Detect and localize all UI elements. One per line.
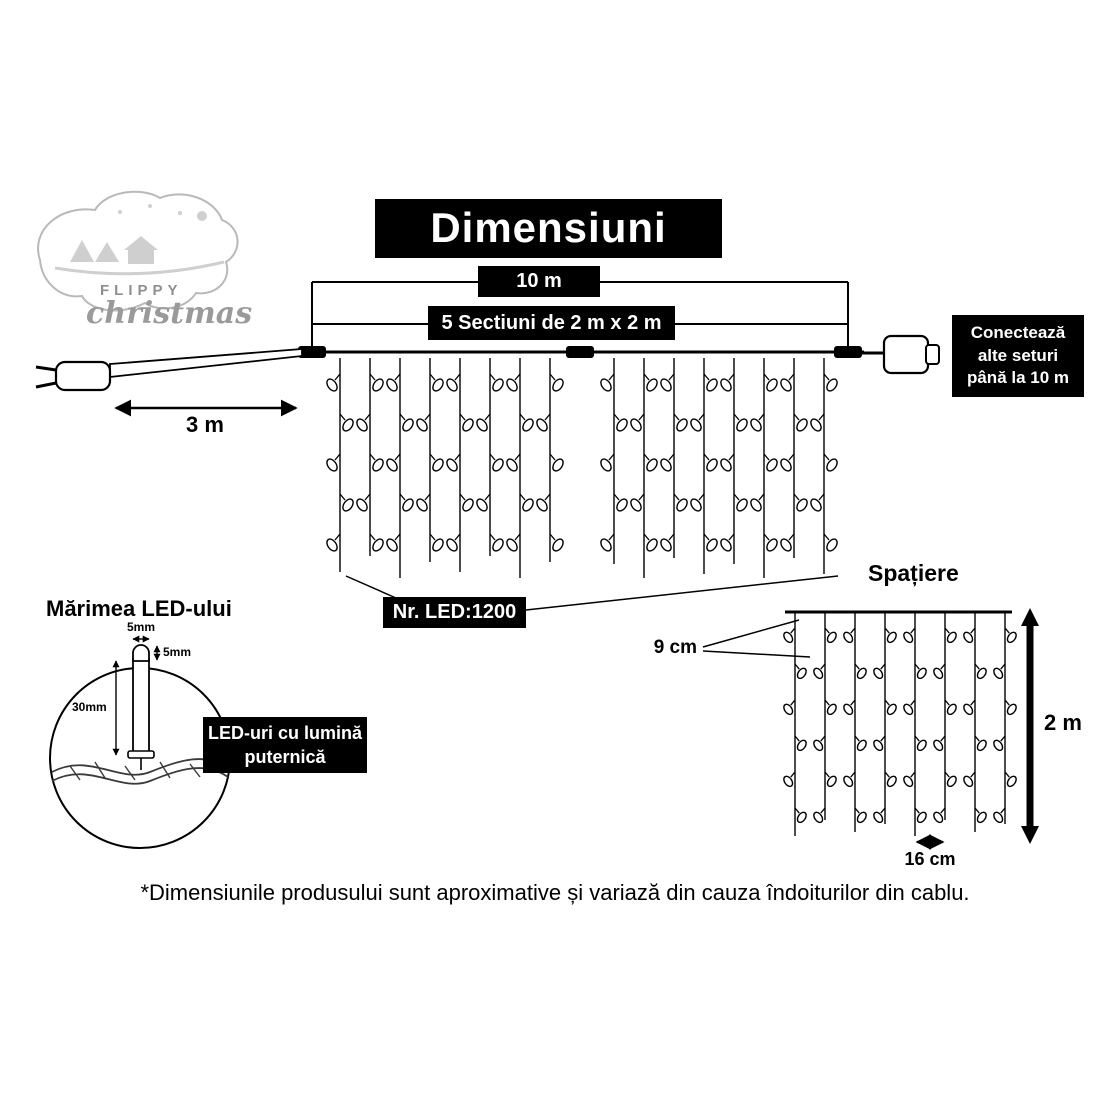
curtain-section-right — [600, 358, 838, 578]
spacing-curtain-strings — [783, 612, 1017, 836]
logo-brand-text: FLIPPY — [100, 282, 183, 299]
led-brightness-note: LED-uri cu lumină puternică — [203, 717, 367, 773]
logo-script-text: christmas — [86, 296, 253, 331]
curtain-section-left — [326, 358, 564, 578]
led-body-height-label: 30mm — [72, 700, 107, 714]
connect-note-box: Conectează alte seturi până la 10 m — [952, 315, 1084, 397]
power-plug-left — [35, 348, 303, 392]
led-count-label: Nr. LED:1200 — [383, 597, 526, 628]
lead-cable-length-label: 3 m — [186, 412, 224, 437]
spacing-diagram — [702, 608, 1039, 850]
led-size-title: Mărimea LED-ului — [46, 596, 232, 621]
total-width-label: 10 m — [478, 266, 600, 297]
led-tip-width-label: 5mm — [126, 620, 156, 634]
led-tip-height-label: 5mm — [163, 645, 192, 659]
led-gap-label: 9 cm — [653, 637, 697, 658]
sections-label: 5 Sectiuni de 2 m x 2 m — [428, 306, 675, 340]
logo-cloud-illustration — [37, 190, 239, 312]
disclaimer-text: *Dimensiunile produsului sunt aproximati… — [140, 880, 970, 905]
string-gap-label: 16 cm — [904, 849, 956, 869]
connector-plug-right — [862, 334, 940, 375]
led-count-pointer-lines — [345, 575, 839, 611]
drop-height-label: 2 m — [1044, 710, 1082, 735]
page-title: Dimensiuni — [375, 199, 722, 258]
led-size-illustration — [49, 635, 231, 849]
spacing-title: Spațiere — [868, 560, 959, 586]
main-cable — [298, 346, 864, 358]
